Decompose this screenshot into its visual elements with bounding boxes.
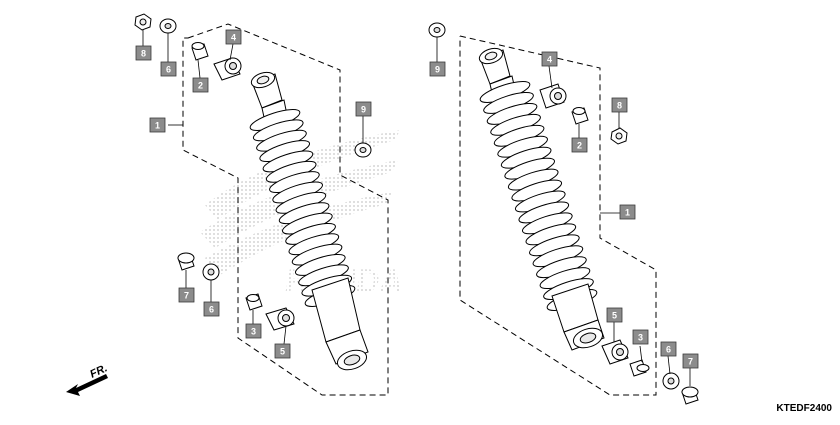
callout-box (429, 61, 446, 77)
callout-number: 4 (547, 55, 552, 65)
callout-box (135, 45, 152, 61)
left-bush-4 (213, 57, 242, 81)
diagram-code: KTEDF2400 (776, 403, 832, 414)
callout-right-7: 7 (682, 353, 699, 369)
callout-number: 6 (209, 305, 214, 315)
callout-number: 2 (577, 141, 582, 151)
right-collar-2 (571, 107, 589, 125)
callout-left-1: 1 (149, 117, 166, 133)
leader-lines (142, 30, 691, 386)
callout-number: 5 (612, 311, 617, 321)
callout-left-2: 2 (192, 77, 209, 93)
right-collar-3 (629, 359, 650, 377)
callout-box (606, 307, 623, 323)
callout-right-3: 3 (632, 329, 649, 345)
callout-box (611, 97, 628, 113)
callout-left-9: 9 (355, 101, 372, 117)
right-shock-absorber (478, 47, 605, 351)
callout-right-1: 1 (619, 204, 636, 220)
callout-box (682, 353, 699, 369)
left-nut-8 (134, 13, 152, 31)
callout-box (149, 117, 166, 133)
callout-box (274, 343, 291, 359)
right-washer-6 (662, 372, 680, 390)
callout-box (541, 51, 558, 67)
front-arrow-icon (66, 374, 108, 396)
callout-left-4: 4 (225, 29, 242, 45)
left-collar-3 (245, 293, 263, 311)
callout-number: 6 (666, 345, 671, 355)
callout-number: 1 (625, 208, 630, 218)
callout-number: 4 (231, 33, 236, 43)
left-assembly-boundary (182, 23, 389, 396)
callout-box (225, 29, 242, 45)
right-bush-4 (539, 83, 567, 109)
callout-left-6-bottom: 6 (203, 301, 220, 317)
callout-box (245, 323, 262, 339)
callout-number: 8 (617, 101, 622, 111)
callout-left-6-top: 6 (160, 61, 177, 77)
callout-left-8: 8 (135, 45, 152, 61)
right-cap-nut-7 (681, 386, 699, 405)
callout-labels: 8 6 2 4 1 9 7 6 3 5 9 4 8 2 1 5 3 6 7 (135, 29, 699, 369)
left-washer-6-bottom (202, 263, 220, 281)
right-washer-9 (428, 22, 446, 38)
callout-left-7: 7 (178, 287, 195, 303)
right-nut-8 (610, 127, 628, 145)
callout-right-5: 5 (606, 307, 623, 323)
callout-left-3: 3 (245, 323, 262, 339)
callout-number: 5 (280, 347, 285, 357)
callout-box (192, 77, 209, 93)
callout-number: 7 (688, 357, 693, 367)
right-assembly-boundary (459, 35, 657, 396)
callout-right-2: 2 (571, 137, 588, 153)
callout-left-5: 5 (274, 343, 291, 359)
left-shock-absorber (249, 71, 369, 371)
left-bush-5 (265, 307, 295, 331)
callout-number: 8 (141, 49, 146, 59)
callout-number: 9 (435, 65, 440, 75)
callout-box (619, 204, 636, 220)
front-direction-indicator: FR. (66, 362, 109, 396)
left-washer-9 (354, 142, 372, 158)
callout-box (178, 287, 195, 303)
callout-box (355, 101, 372, 117)
left-cap-nut-7 (177, 252, 195, 271)
callout-box (632, 329, 649, 345)
callout-right-6: 6 (660, 341, 677, 357)
callout-number: 9 (361, 105, 366, 115)
callout-number: 3 (251, 327, 256, 337)
callout-number: 3 (638, 333, 643, 343)
callout-number: 7 (184, 291, 189, 301)
left-collar-2 (191, 42, 209, 61)
right-bush-5 (601, 339, 629, 365)
callout-box (203, 301, 220, 317)
callout-number: 2 (198, 81, 203, 91)
callout-number: 1 (155, 121, 160, 131)
callout-box (160, 61, 177, 77)
callout-box (571, 137, 588, 153)
callout-right-4: 4 (541, 51, 558, 67)
left-washer-6-top (159, 18, 177, 34)
callout-right-8: 8 (611, 97, 628, 113)
callout-right-9: 9 (429, 61, 446, 77)
callout-number: 6 (166, 65, 171, 75)
callout-box (660, 341, 677, 357)
